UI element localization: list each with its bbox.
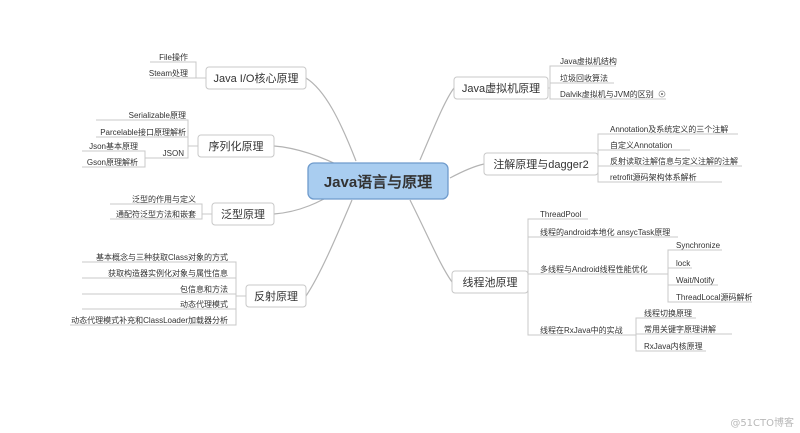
node-annotation-label: 注解原理与dagger2 <box>493 157 588 171</box>
node-generic[interactable]: 泛型原理 <box>211 202 275 226</box>
leaf-rxjava[interactable]: 线程在RxJava中的实战 <box>540 325 623 335</box>
leaf-annotation-custom[interactable]: 自定义Annotation <box>610 140 672 150</box>
node-serialize-label: 序列化原理 <box>209 139 264 153</box>
node-jvm-label: Java虚拟机原理 <box>462 81 540 95</box>
node-jvm[interactable]: Java虚拟机原理 <box>453 76 549 100</box>
leaf-class-obj[interactable]: 基本概念与三种获取Class对象的方式 <box>96 252 228 262</box>
node-reflect-label: 反射原理 <box>254 289 298 303</box>
leaf-serializable[interactable]: Serializable原理 <box>129 111 186 120</box>
center-node[interactable]: Java语言与原理 <box>307 162 449 200</box>
leaves-right: Java虚拟机结构 垃圾回收算法 Dalvik虚拟机与JVM的区别 Annota… <box>540 56 752 351</box>
leaf-json-basic[interactable]: Json基本原理 <box>89 141 138 151</box>
leaf-parcelable[interactable]: Parcelable接口原理解析 <box>100 127 186 137</box>
node-generic-label: 泛型原理 <box>221 207 265 221</box>
leaf-proxy[interactable]: 动态代理模式 <box>180 299 228 309</box>
node-thread[interactable]: 线程池原理 <box>451 270 529 294</box>
node-reflect[interactable]: 反射原理 <box>245 284 307 308</box>
leaf-stream[interactable]: Steam处理 <box>149 68 188 78</box>
leaf-synchronize[interactable]: Synchronize <box>676 241 721 250</box>
leaf-package[interactable]: 包信息和方法 <box>180 284 228 294</box>
center-label: Java语言与原理 <box>324 173 432 191</box>
node-annotation[interactable]: 注解原理与dagger2 <box>483 152 599 176</box>
leaf-json[interactable]: JSON <box>163 149 185 158</box>
leaf-threadlocal[interactable]: ThreadLocal源码解析 <box>676 292 752 302</box>
leaf-gson[interactable]: Gson原理解析 <box>87 157 138 167</box>
leaves-left: File操作 Steam处理 Serializable原理 Parcelable… <box>71 52 228 325</box>
leaf-optimize[interactable]: 多线程与Android线程性能优化 <box>540 264 648 274</box>
leaf-wait-notify[interactable]: Wait/Notify <box>676 276 714 285</box>
leaf-classloader[interactable]: 动态代理模式补充和ClassLoader加载器分析 <box>71 315 228 325</box>
leaf-dalvik[interactable]: Dalvik虚拟机与JVM的区别 <box>560 89 654 99</box>
sub-connectors <box>70 61 752 352</box>
leaf-annotation-sys[interactable]: Annotation及系统定义的三个注解 <box>610 124 728 134</box>
node-io[interactable]: Java I/O核心原理 <box>205 66 307 90</box>
leaf-keywords[interactable]: 常用关键字原理讲解 <box>644 324 716 334</box>
leaf-gc[interactable]: 垃圾回收算法 <box>560 73 608 83</box>
collapse-marker-icon[interactable] <box>658 90 666 98</box>
leaf-annotation-reflect[interactable]: 反射读取注解信息与定义注解的注解 <box>610 156 738 166</box>
leaf-jvm-structure[interactable]: Java虚拟机结构 <box>560 56 617 66</box>
node-io-label: Java I/O核心原理 <box>214 71 299 85</box>
leaf-rxjava-core[interactable]: RxJava内核原理 <box>644 341 703 351</box>
leaf-asynctask[interactable]: 线程的android本地化 ansycTask原理 <box>540 227 670 237</box>
leaf-generic-def[interactable]: 泛型的作用与定义 <box>132 194 196 204</box>
node-thread-label: 线程池原理 <box>463 275 518 289</box>
watermark: @51CTO博客 <box>730 418 794 429</box>
node-serialize[interactable]: 序列化原理 <box>197 134 275 158</box>
leaf-constructor[interactable]: 获取构造器实例化对象与属性信息 <box>108 268 228 278</box>
leaf-thread-switch[interactable]: 线程切换原理 <box>644 308 692 318</box>
leaf-threadpool[interactable]: ThreadPool <box>540 210 582 219</box>
leaf-retrofit[interactable]: retrofit源码架构体系解析 <box>610 172 697 182</box>
leaf-lock[interactable]: lock <box>676 259 691 268</box>
leaf-file-op[interactable]: File操作 <box>159 52 188 62</box>
leaf-wildcard[interactable]: 通配符泛型方法和嵌套 <box>116 209 196 219</box>
